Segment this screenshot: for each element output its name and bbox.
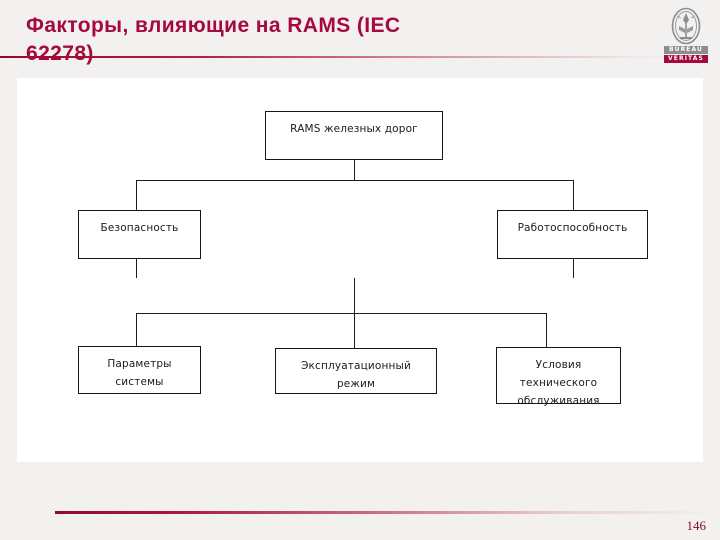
logo-wordmark: BUREAU VERITAS: [664, 46, 708, 63]
content-panel: RAMS железных дорог Безопасность Работос…: [17, 78, 703, 462]
logo-word-veritas: VERITAS: [664, 55, 708, 63]
node-label: Условия технического обслуживания: [517, 359, 600, 407]
header-divider: [0, 56, 720, 58]
connector-level2-bar: [136, 180, 574, 182]
connector-to-opmode: [354, 313, 356, 348]
connector-opmode-up: [354, 278, 356, 313]
rams-factors-tree-diagram: RAMS железных дорог Безопасность Работос…: [17, 78, 703, 462]
node-label: Эксплуатационный режим: [301, 360, 411, 390]
node-label: RAMS железных дорог: [290, 123, 418, 135]
bureau-veritas-logo: BUREAU VERITAS: [663, 6, 709, 64]
node-label: Работоспособность: [517, 222, 628, 234]
node-system-parameters[interactable]: Параметры системы: [78, 346, 201, 394]
connector-root-down: [354, 160, 356, 181]
connector-to-sysparams: [136, 313, 138, 346]
connector-to-safety: [136, 180, 138, 210]
connector-to-maintenance: [546, 313, 548, 347]
node-safety[interactable]: Безопасность: [78, 210, 201, 259]
logo-word-bureau: BUREAU: [664, 46, 708, 54]
footer-divider: [55, 511, 720, 514]
node-label: Безопасность: [100, 222, 179, 234]
connector-safety-down: [136, 259, 138, 278]
connector-to-operability: [573, 180, 575, 210]
crest-icon: [671, 7, 701, 45]
node-rams-railways[interactable]: RAMS железных дорог: [265, 111, 443, 160]
page-number: 146: [686, 518, 707, 533]
node-maintenance-conditions[interactable]: Условия технического обслуживания: [496, 347, 621, 407]
connector-level3-bar: [136, 313, 547, 315]
node-operating-mode[interactable]: Эксплуатационный режим: [275, 348, 437, 394]
node-label: Параметры системы: [107, 358, 172, 388]
page-title: Факторы, влияющие на RAMS (IEC 62278): [26, 14, 401, 65]
connector-operability-down: [573, 259, 575, 278]
node-operability[interactable]: Работоспособность: [497, 210, 648, 259]
